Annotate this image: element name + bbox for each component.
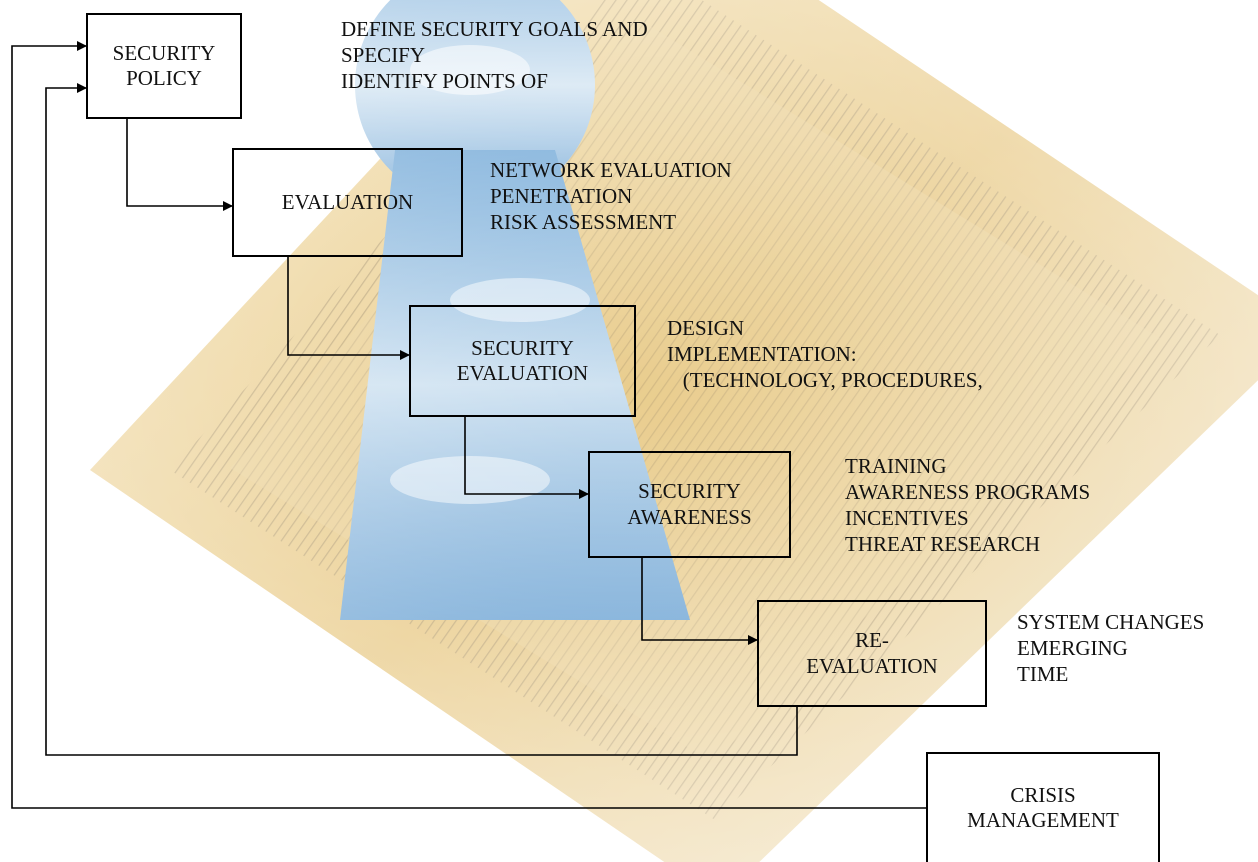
note-line: DEFINE SECURITY GOALS AND [341, 17, 648, 41]
note-line: (TECHNOLOGY, PROCEDURES, [667, 368, 983, 392]
note-line: EMERGING [1017, 636, 1128, 660]
evaluation-label: EVALUATION [281, 189, 414, 214]
security-evaluation-label: SECURITY EVALUATION [456, 335, 589, 385]
crisis-management-label: CRISIS MANAGEMENT [967, 782, 1119, 832]
note-line: PENETRATION [490, 184, 633, 208]
security-policy-label: SECURITY POLICY [112, 40, 216, 90]
security-awareness-notes: TRAINING AWARENESS PROGRAMS INCENTIVES T… [845, 453, 1090, 557]
note-line: AWARENESS PROGRAMS [845, 480, 1091, 504]
note-line: IDENTIFY POINTS OF [341, 69, 548, 93]
note-line: TIME [1017, 662, 1069, 686]
note-line: NETWORK EVALUATION [490, 158, 732, 182]
note-line: SYSTEM CHANGES [1017, 610, 1205, 634]
security-awareness-box: SECURITY AWARENESS [588, 451, 791, 558]
note-line: INCENTIVES [845, 506, 969, 530]
note-line: THREAT RESEARCH [845, 532, 1041, 556]
note-line: RISK ASSESSMENT [490, 210, 677, 234]
evaluation-box: EVALUATION [232, 148, 463, 257]
note-line: SPECIFY [341, 43, 426, 67]
note-line: TRAINING [845, 454, 947, 478]
security-evaluation-box: SECURITY EVALUATION [409, 305, 636, 417]
reevaluation-notes: SYSTEM CHANGES EMERGING TIME [1017, 609, 1204, 687]
note-line: IMPLEMENTATION: [667, 342, 857, 366]
security-policy-box: SECURITY POLICY [86, 13, 242, 119]
security-policy-notes: DEFINE SECURITY GOALS AND SPECIFY IDENTI… [341, 16, 648, 94]
security-evaluation-notes: DESIGN IMPLEMENTATION: (TECHNOLOGY, PROC… [667, 315, 983, 393]
reevaluation-box: RE- EVALUATION [757, 600, 987, 707]
evaluation-notes: NETWORK EVALUATION PENETRATION RISK ASSE… [490, 157, 732, 235]
crisis-management-box: CRISIS MANAGEMENT [926, 752, 1160, 862]
note-line: DESIGN [667, 316, 744, 340]
reevaluation-label: RE- EVALUATION [806, 628, 938, 678]
security-awareness-label: SECURITY AWARENESS [627, 479, 752, 529]
